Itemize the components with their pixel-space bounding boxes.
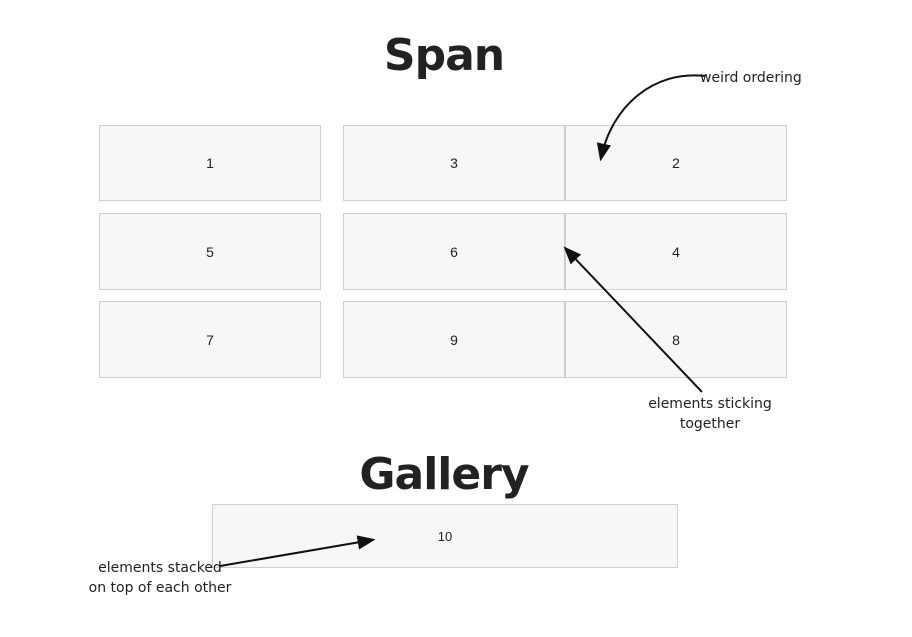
annotation-weird-ordering-text: weird ordering (700, 70, 802, 86)
gallery-cell-10: 10 (212, 504, 678, 568)
annotation-stacked-line-2: on top of each other (88, 580, 232, 596)
gallery-title: Gallery (359, 449, 529, 500)
span-cell-1: 1 (99, 125, 321, 201)
annotation-elements-stacked: elements stacked on top of each other (80, 558, 240, 598)
span-cell-7: 7 (99, 301, 321, 378)
span-cell-5: 5 (99, 213, 321, 290)
span-cell-4: 4 (565, 213, 787, 290)
span-cell-3: 3 (343, 125, 565, 201)
span-cell-6: 6 (343, 213, 565, 290)
annotation-sticking-line-2: together (679, 416, 741, 432)
annotation-weird-ordering: weird ordering (700, 68, 810, 88)
span-title: Span (383, 30, 505, 81)
span-cell-2: 2 (565, 125, 787, 201)
span-cell-8: 8 (565, 301, 787, 378)
span-cell-9: 9 (343, 301, 565, 378)
annotation-elements-sticking: elements sticking together (640, 394, 780, 434)
annotation-stacked-line-1: elements stacked (98, 560, 222, 576)
annotation-sticking-line-1: elements sticking (648, 396, 772, 412)
